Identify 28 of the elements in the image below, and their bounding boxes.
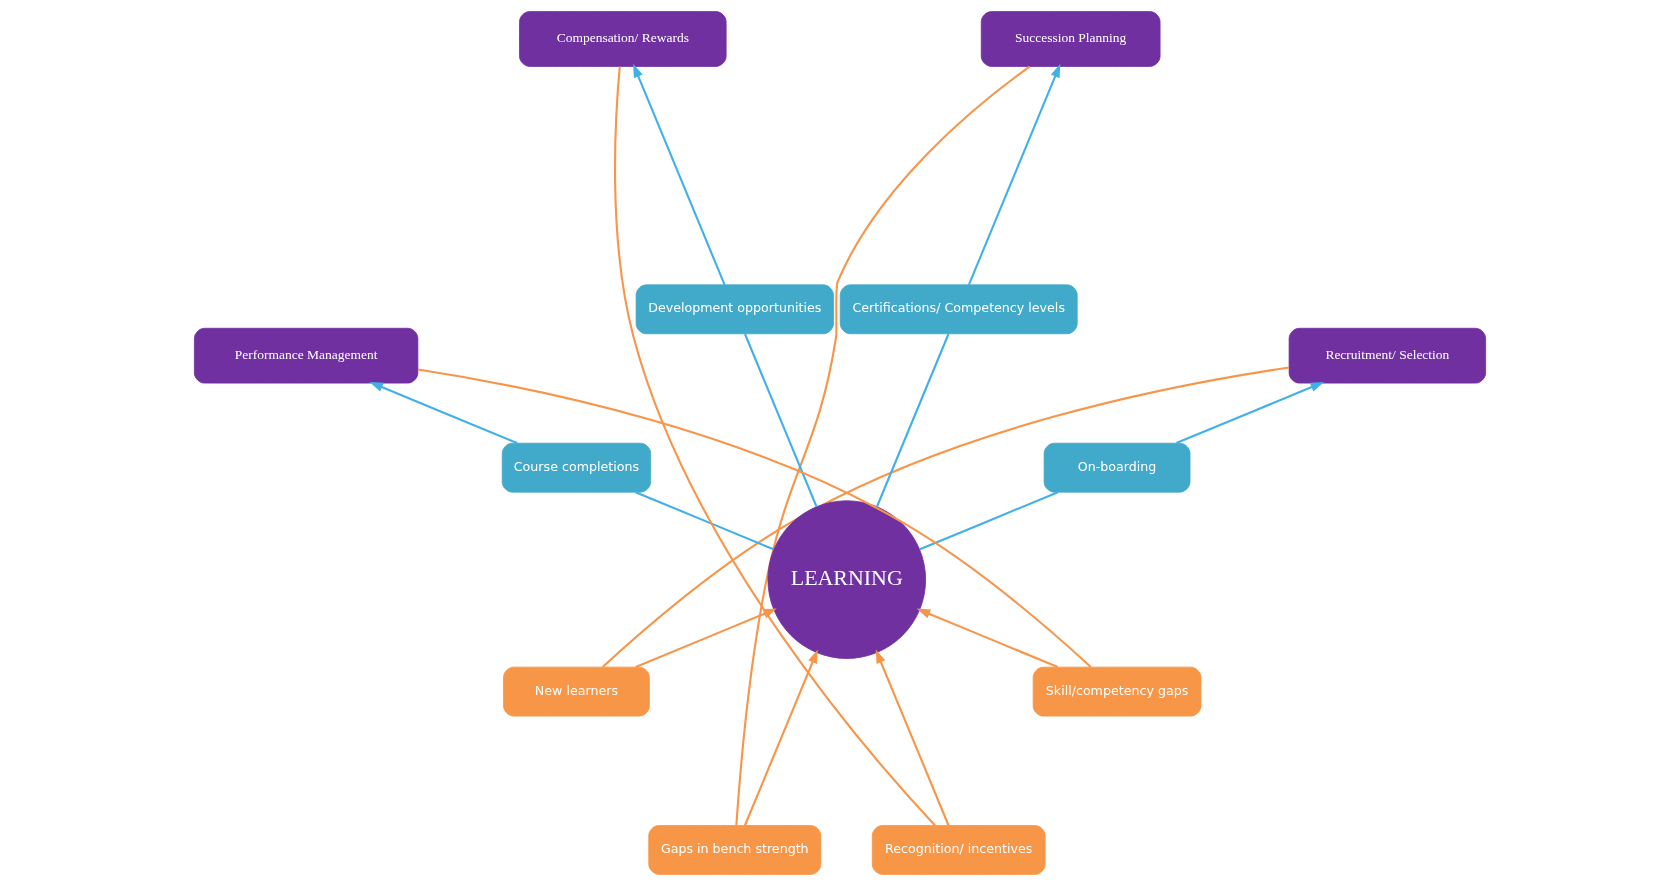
connector [735,65,1031,826]
node-box: New learners [503,666,650,717]
arrow [633,63,726,286]
node-box: Recruitment/ Selection [1288,327,1487,384]
node-box: Performance Management [193,327,419,384]
node-box: Recognition/ incentives [871,825,1046,875]
arrow [369,381,518,445]
connector [744,333,818,507]
node-box: Compensation/ Rewards [519,11,727,67]
connector [919,491,1059,551]
node-box: Succession Planning [980,11,1161,67]
arrow [743,649,818,826]
node-box: Development opportunities [635,284,834,335]
arrow [916,608,1059,668]
node-circle: LEARNING [767,500,926,659]
connector [601,366,1290,668]
connector [876,333,950,507]
node-box: On-boarding [1043,442,1191,493]
node-box: Gaps in bench strength [648,825,822,875]
arrow [1175,381,1325,445]
connector [635,491,774,551]
arrow [967,63,1061,286]
arrow [875,649,950,826]
node-box: Course completions [501,442,652,493]
node-box: Certifications/ Competency levels [839,284,1078,335]
connector [614,66,936,827]
node-box: Skill/competency gaps [1032,666,1202,717]
connector [417,368,1092,668]
